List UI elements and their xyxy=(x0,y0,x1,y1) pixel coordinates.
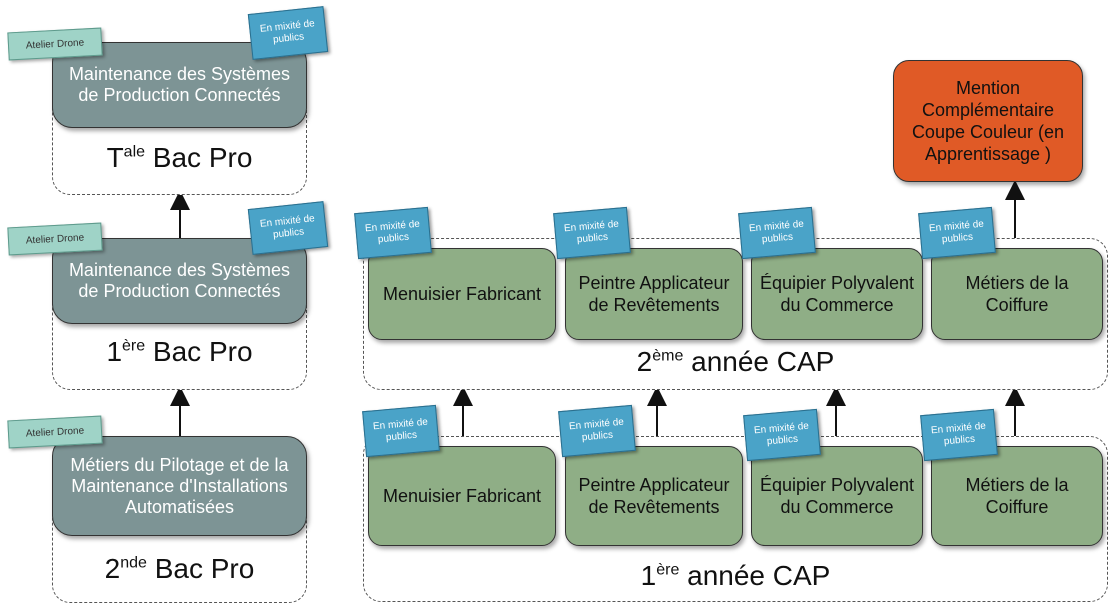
mixite-tag-cap2-peintre: En mixité de publics xyxy=(553,206,631,260)
cap1-equipier-box: Équipier Polyvalent du Commerce xyxy=(751,446,923,546)
mixite-tag-cap1-equipier: En mixité de publics xyxy=(743,408,821,462)
mixite-tag-cap1-menuisier: En mixité de publics xyxy=(362,404,440,458)
drone-tag-tale: Atelier Drone xyxy=(7,27,103,61)
cap2-menuisier-box: Menuisier Fabricant xyxy=(368,248,556,340)
cap2-peintre-box: Peintre Applicateur de Revêtements xyxy=(565,248,743,340)
tale-level-label: Tale Bac Pro xyxy=(106,142,253,173)
2nde-level-label: 2nde Bac Pro xyxy=(104,553,255,584)
mixite-tag-cap2-equipier: En mixité de publics xyxy=(738,206,816,260)
cap2-equipier-box: Équipier Polyvalent du Commerce xyxy=(751,248,923,340)
mixite-tag-cap2-menuisier: En mixité de publics xyxy=(354,206,432,260)
cap-year2-level-label: 2ème année CAP xyxy=(636,346,835,377)
1ere-program-label: Maintenance des Systèmes de Production C… xyxy=(68,260,291,301)
drone-tag-1ere: Atelier Drone xyxy=(7,222,103,256)
cap1-menuisier-box: Menuisier Fabricant xyxy=(368,446,556,546)
mention-complementaire-box: Mention Complémentaire Coupe Couleur (en… xyxy=(893,60,1083,182)
mixite-tag-cap1-peintre: En mixité de publics xyxy=(558,404,636,458)
cap2-coiffure-box: Métiers de la Coiffure xyxy=(931,248,1103,340)
mixite-tag-1ere: En mixité de publics xyxy=(247,201,329,255)
1ere-level-label: 1ère Bac Pro xyxy=(106,336,253,367)
mention-label: Mention Complémentaire Coupe Couleur (en… xyxy=(911,78,1065,164)
cap1-peintre-box: Peintre Applicateur de Revêtements xyxy=(565,446,743,546)
cap1-coiffure-box: Métiers de la Coiffure xyxy=(931,446,1103,546)
mixite-tag-cap2-coiffure: En mixité de publics xyxy=(918,206,996,260)
tale-program-label: Maintenance des Systèmes de Production C… xyxy=(68,64,291,105)
cap-year1-level-label: 1ère année CAP xyxy=(640,560,831,591)
1ere-program-box: Maintenance des Systèmes de Production C… xyxy=(52,238,307,324)
mixite-tag-tale: En mixité de publics xyxy=(247,6,329,60)
drone-tag-2nde: Atelier Drone xyxy=(7,415,103,449)
2nde-program-label: Métiers du Pilotage et de la Maintenance… xyxy=(70,454,289,517)
2nde-program-box: Métiers du Pilotage et de la Maintenance… xyxy=(52,436,307,536)
mixite-tag-cap1-coiffure: En mixité de publics xyxy=(920,408,998,462)
